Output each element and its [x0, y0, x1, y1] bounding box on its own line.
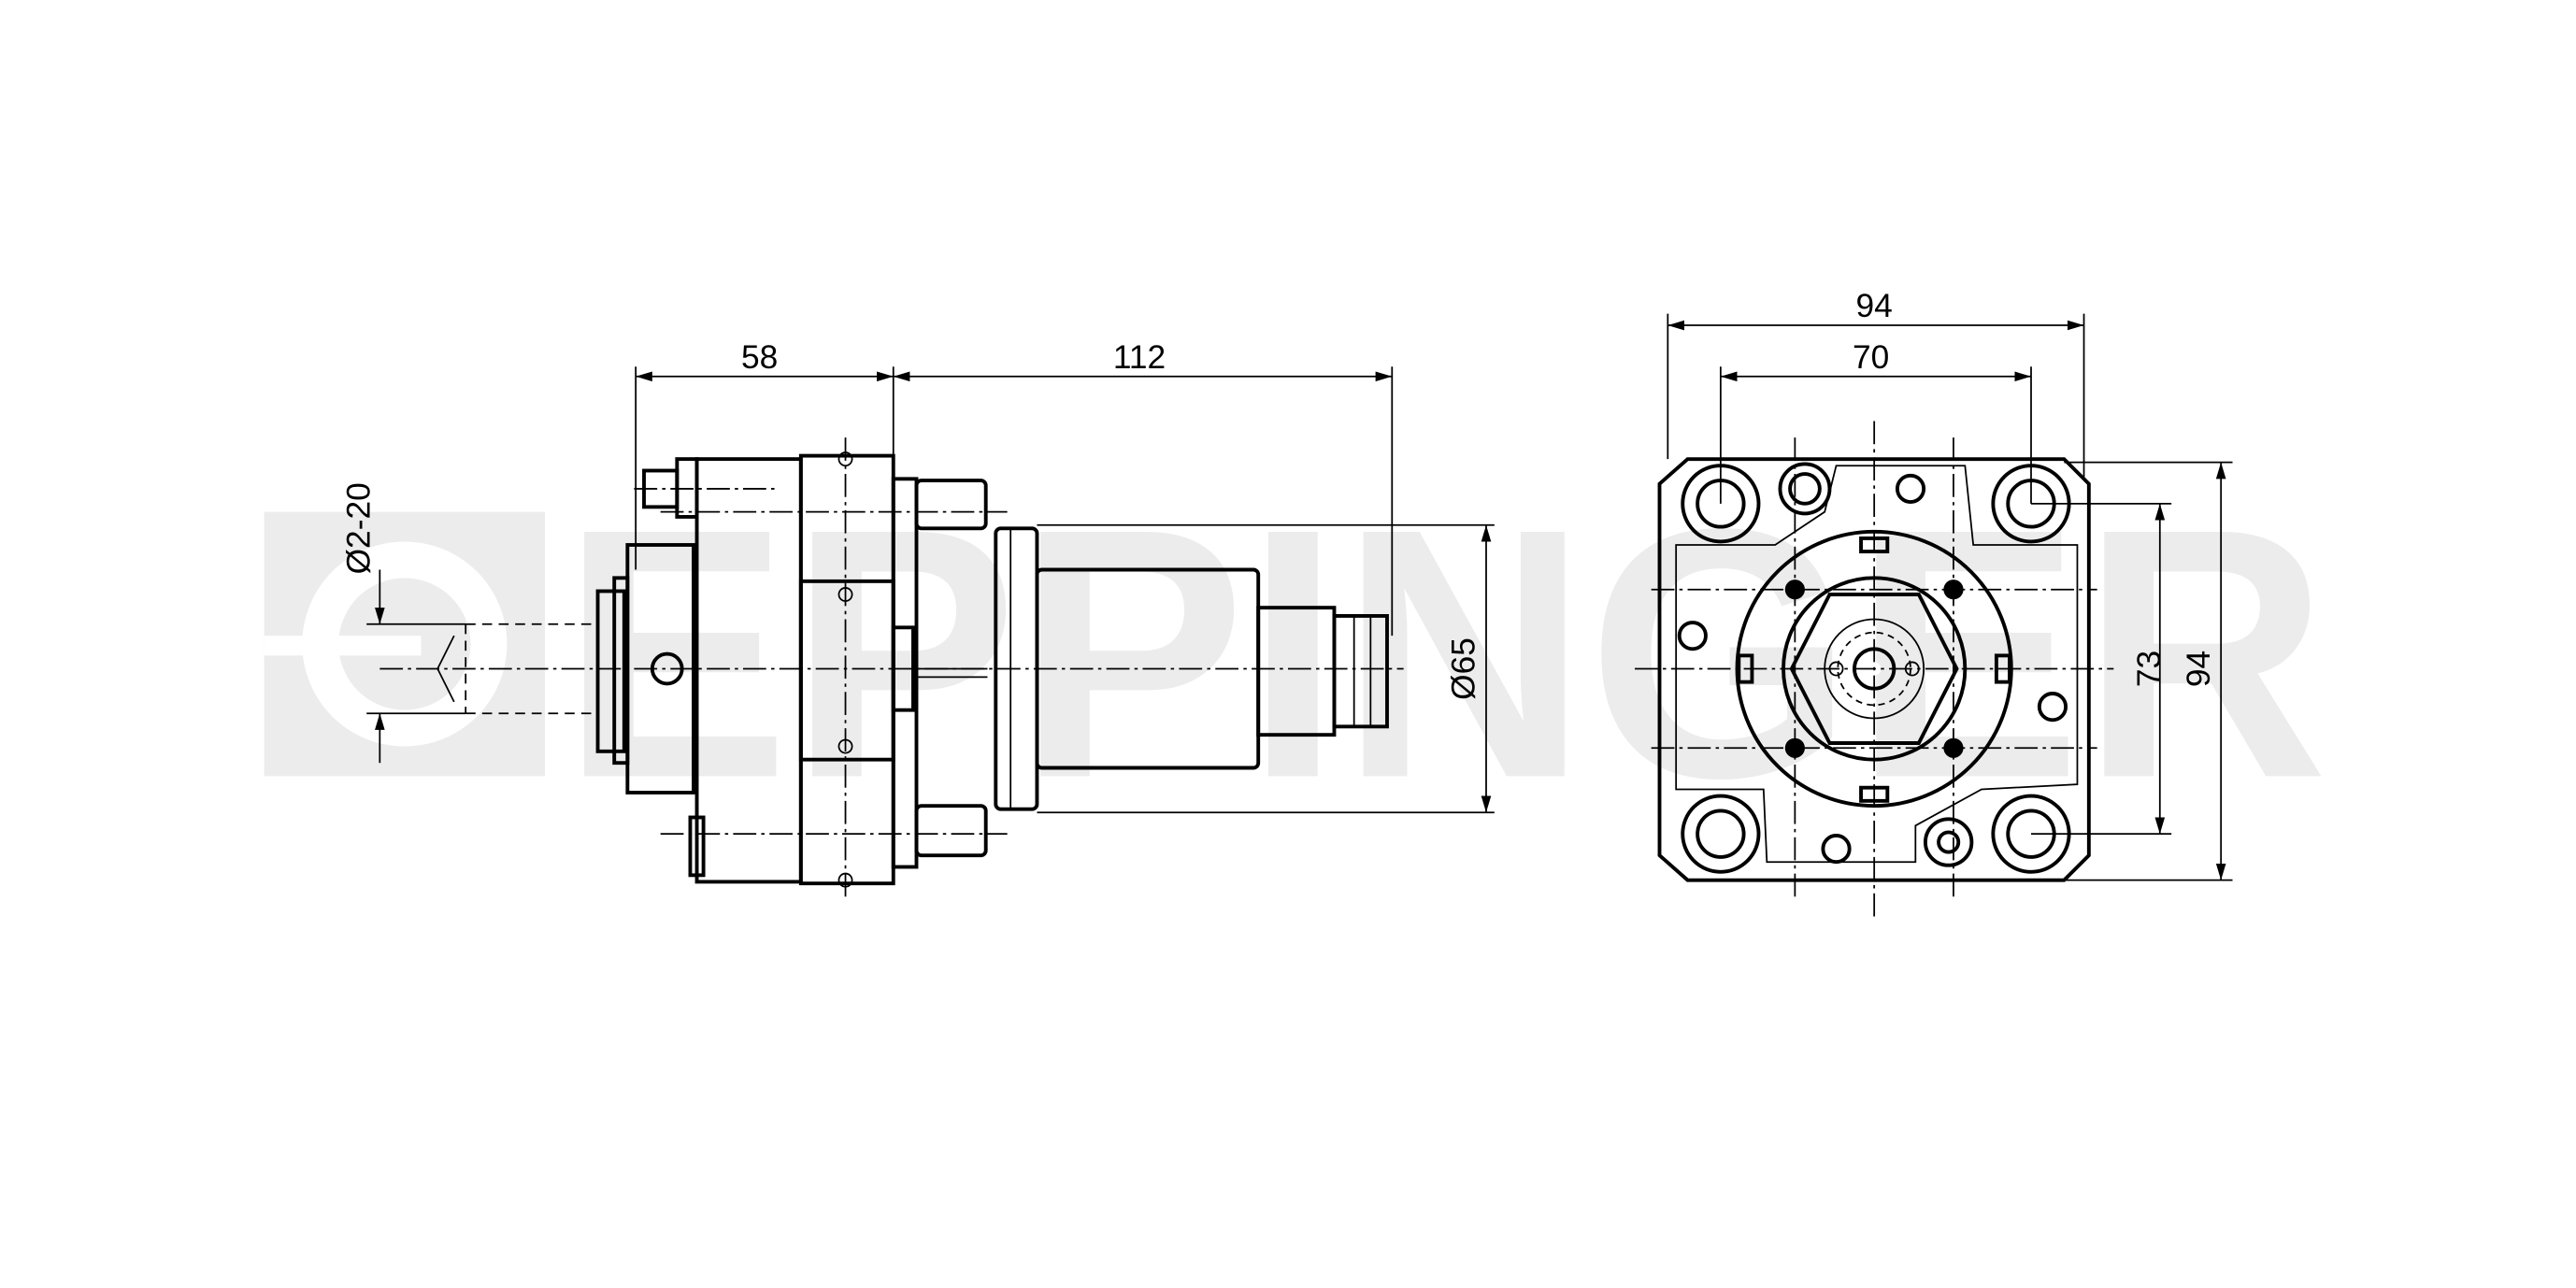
front-view	[1635, 313, 2233, 917]
watermark-logo	[264, 511, 545, 777]
dim-58: 58	[741, 339, 778, 376]
dim-height-73: 73	[2131, 651, 2168, 687]
dim-height-94: 94	[2181, 651, 2217, 687]
watermark-text: EPPINGER	[562, 455, 2328, 852]
dim-width-70: 70	[1853, 339, 1889, 376]
dim-diameter-65: Ø65	[1446, 637, 1482, 700]
dim-width-94: 94	[1856, 288, 1893, 324]
dim-diameter-2-20: Ø2-20	[341, 482, 378, 574]
dim-112: 112	[1113, 339, 1166, 376]
